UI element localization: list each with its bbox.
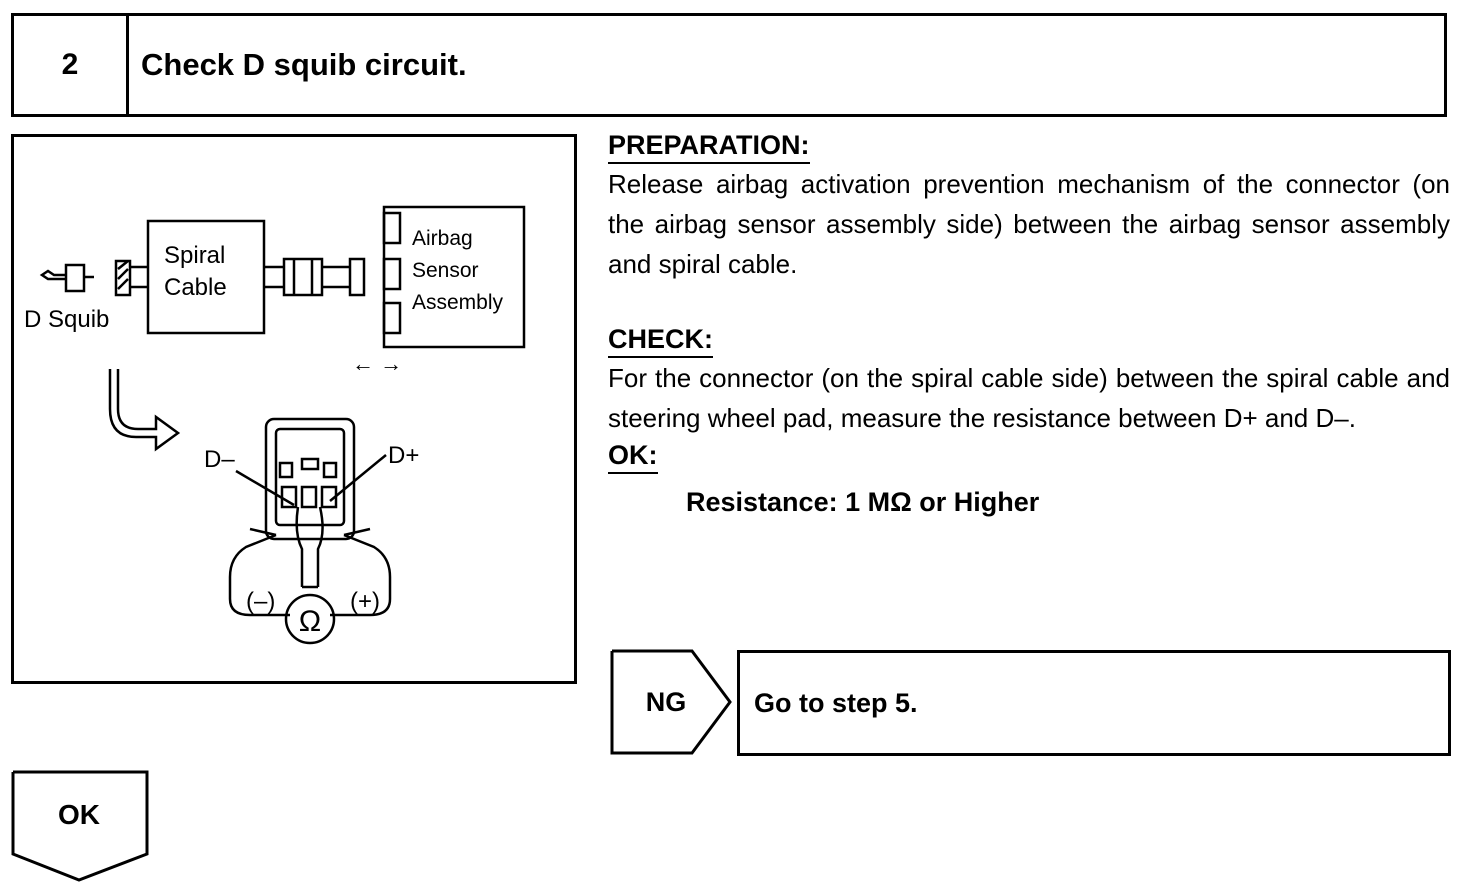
label-assembly: Assembly bbox=[412, 291, 504, 314]
hatched-connector-icon bbox=[114, 259, 132, 297]
check-text: For the connector (on the spiral cable s… bbox=[608, 363, 1450, 433]
meter-left-outline bbox=[228, 533, 290, 617]
ng-action: Go to step 5. bbox=[737, 650, 1451, 756]
ok-tag-shape bbox=[11, 770, 149, 882]
label-d-squib: D Squib bbox=[24, 306, 109, 333]
connector-diagram: Spiral Cable D Squib D– D+ (–) (+) ← → A… bbox=[24, 205, 526, 645]
connector-icon bbox=[348, 257, 366, 297]
spiral-cable-box bbox=[146, 219, 266, 335]
label-release-arrows: ← → bbox=[352, 351, 402, 376]
label-d-minus: D– bbox=[204, 446, 235, 473]
meter-right-outline bbox=[330, 533, 392, 617]
ok-spec-value: Resistance: 1 MΩ or Higher bbox=[686, 487, 1040, 517]
label-d-plus: D+ bbox=[388, 442, 419, 469]
bent-arrow-icon bbox=[108, 369, 181, 452]
ok-heading: OK: bbox=[608, 438, 658, 474]
ok-label: OK bbox=[58, 799, 100, 830]
wiring-figure: Spiral Cable D Squib D– D+ (–) (+) ← → A… bbox=[11, 134, 577, 684]
ohmmeter-icon bbox=[284, 593, 336, 645]
step-header: 2 Check D squib circuit. bbox=[11, 13, 1447, 117]
probe-lead-plus bbox=[316, 506, 324, 587]
squib-plug-icon bbox=[39, 269, 66, 281]
check-heading: CHECK: bbox=[608, 322, 713, 358]
connector-face-icon bbox=[264, 417, 356, 541]
ng-label: NG bbox=[645, 686, 687, 717]
label-minus: (–) bbox=[246, 588, 275, 615]
ohm-symbol: Ω bbox=[299, 605, 321, 638]
ng-tag-shape bbox=[610, 649, 732, 755]
instructions: PREPARATION: Release airbag activation p… bbox=[608, 128, 1450, 520]
preparation-heading: PREPARATION: bbox=[608, 128, 810, 164]
label-plus: (+) bbox=[350, 588, 380, 615]
pointer-line-d-plus bbox=[329, 454, 387, 502]
pointer-line-d-minus bbox=[235, 469, 295, 507]
step-number: 2 bbox=[14, 16, 129, 114]
step-title: Check D squib circuit. bbox=[141, 47, 467, 82]
preparation-text: Release airbag activation prevention mec… bbox=[608, 169, 1450, 279]
label-cable: Cable bbox=[164, 274, 227, 301]
label-spiral: Spiral bbox=[164, 242, 225, 269]
label-sensor: Sensor bbox=[412, 259, 479, 282]
label-airbag: Airbag bbox=[412, 227, 473, 250]
connector-icon bbox=[282, 257, 324, 297]
squib-connector-icon bbox=[64, 263, 86, 293]
probe-lead-minus bbox=[295, 506, 304, 587]
